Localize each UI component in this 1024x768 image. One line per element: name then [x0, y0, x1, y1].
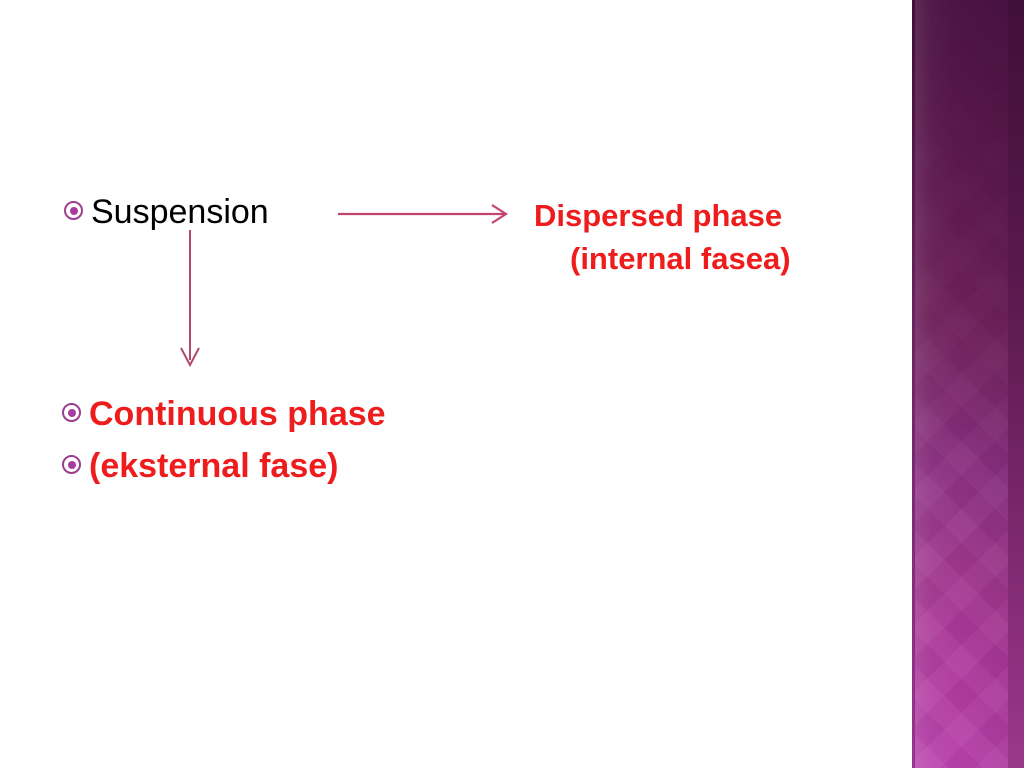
bullet-label-suspension: Suspension: [91, 193, 269, 231]
dispersed-phase-line1: Dispersed phase: [534, 198, 783, 233]
dispersed-phase-line2: (internal fasea): [570, 241, 791, 276]
dispersed-phase-label: Dispersed phase (internal fasea): [534, 194, 791, 280]
decorative-sidebar: [912, 0, 1024, 768]
sidebar-gradient-fill: [915, 0, 1008, 768]
sidebar-sheen-overlay: [915, 0, 1008, 768]
bullet-label-continuous-phase: Continuous phase: [89, 395, 386, 433]
bullet-label-eksternal-fase: (eksternal fase): [89, 447, 339, 485]
arrow-down-icon: [172, 228, 212, 372]
slide-content-area: Suspension Dispersed phase (internal fas…: [0, 0, 912, 768]
ring-dot-bullet-icon: [62, 403, 81, 422]
arrow-right-icon: [336, 198, 512, 230]
sidebar-diamond-pattern: [915, 0, 1008, 768]
ring-dot-bullet-icon: [64, 201, 83, 220]
bullet-item-continuous-phase: Continuous phase: [62, 394, 386, 434]
sidebar-right-band: [1008, 0, 1024, 768]
ring-dot-bullet-icon: [62, 455, 81, 474]
sidebar-left-edge: [912, 0, 915, 768]
bullet-item-eksternal-fase: (eksternal fase): [62, 446, 338, 486]
bullet-item-suspension: Suspension: [64, 192, 269, 232]
